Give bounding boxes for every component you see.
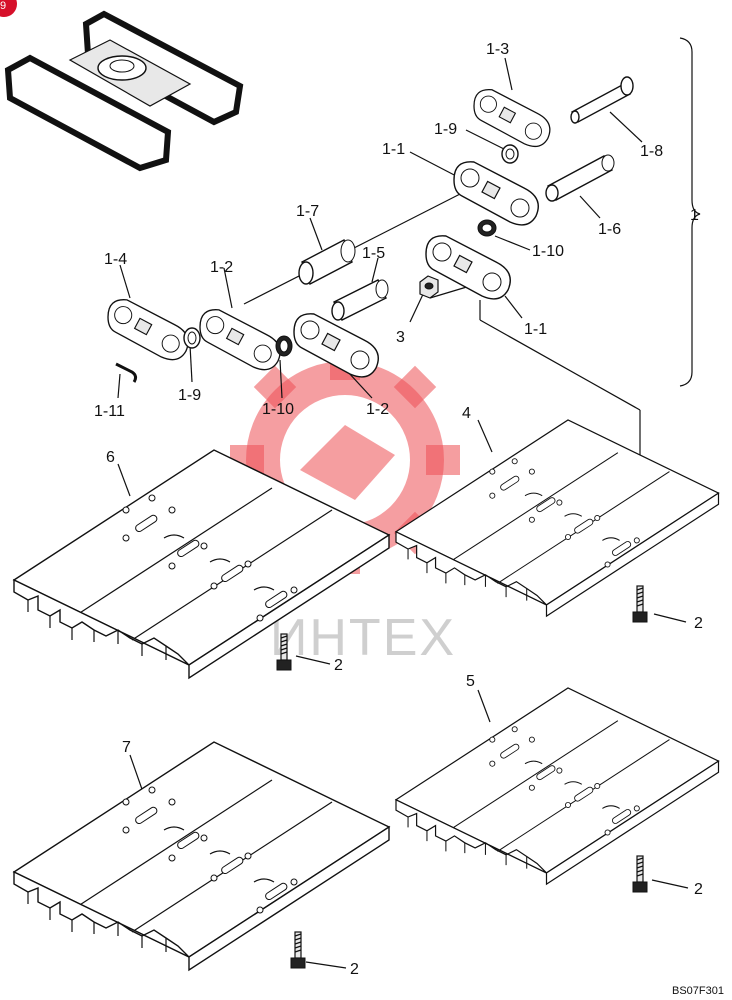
callout-3: 3	[396, 329, 405, 346]
callout-2-c: 2	[694, 881, 703, 898]
callout-1-9-upper: 1-9	[434, 121, 457, 138]
bolt-2-d	[290, 931, 306, 969]
callout-1-10-lower: 1-10	[262, 401, 294, 418]
link-1-3	[473, 89, 551, 148]
track-shoe-5	[395, 687, 720, 885]
seal-1-9-upper	[501, 144, 519, 164]
link-1-1-lower	[425, 235, 511, 300]
callout-1-2-upper: 1-2	[210, 259, 233, 276]
bolt-2-a	[632, 585, 648, 623]
callout-5: 5	[466, 673, 475, 690]
assembly-bracket	[679, 37, 701, 387]
pin-1-8	[570, 76, 634, 124]
nut-3	[419, 275, 439, 299]
callout-1: 1	[690, 207, 699, 224]
callout-1-6: 1-6	[598, 221, 621, 238]
callout-1-5: 1-5	[362, 245, 385, 262]
bushing-1-7	[298, 239, 356, 285]
link-1-2-left	[199, 309, 281, 371]
bushing-1-6	[545, 154, 615, 202]
callout-1-11: 1-11	[94, 403, 125, 420]
callout-1-8: 1-8	[640, 143, 663, 160]
seal-1-10-upper	[477, 219, 497, 237]
seal-1-10-lower	[275, 335, 293, 357]
watermark-text: ИНТЕХ	[270, 609, 456, 667]
callout-1-4: 1-4	[104, 251, 127, 268]
callout-4: 4	[462, 405, 471, 422]
seal-1-9-lower	[183, 327, 201, 349]
callout-1-7: 1-7	[296, 203, 319, 220]
callout-1-3: 1-3	[486, 41, 509, 58]
callout-1-2-lower: 1-2	[366, 401, 389, 418]
callout-7: 7	[122, 739, 131, 756]
callout-6: 6	[106, 449, 115, 466]
link-1-4	[107, 299, 189, 361]
callout-2-b: 2	[334, 657, 343, 674]
crawler-undercarriage-thumbnail	[4, 10, 244, 172]
callout-1-9-lower: 1-9	[178, 387, 201, 404]
bushing-1-5	[331, 279, 389, 321]
drawing-code: BS07F301	[672, 985, 724, 997]
callout-1-1-upper: 1-1	[382, 141, 405, 158]
corner-badge	[0, 0, 17, 17]
track-shoe-7	[13, 741, 390, 971]
bolt-2-c	[632, 855, 648, 893]
callout-2-a: 2	[694, 615, 703, 632]
callout-1-10-upper: 1-10	[532, 243, 564, 260]
lock-pin-1-11	[115, 362, 138, 383]
callout-1-1-lower: 1-1	[524, 321, 547, 338]
callout-2-d: 2	[350, 961, 359, 978]
link-1-1-upper	[453, 161, 539, 226]
corner-badge-number: 9	[0, 0, 6, 12]
